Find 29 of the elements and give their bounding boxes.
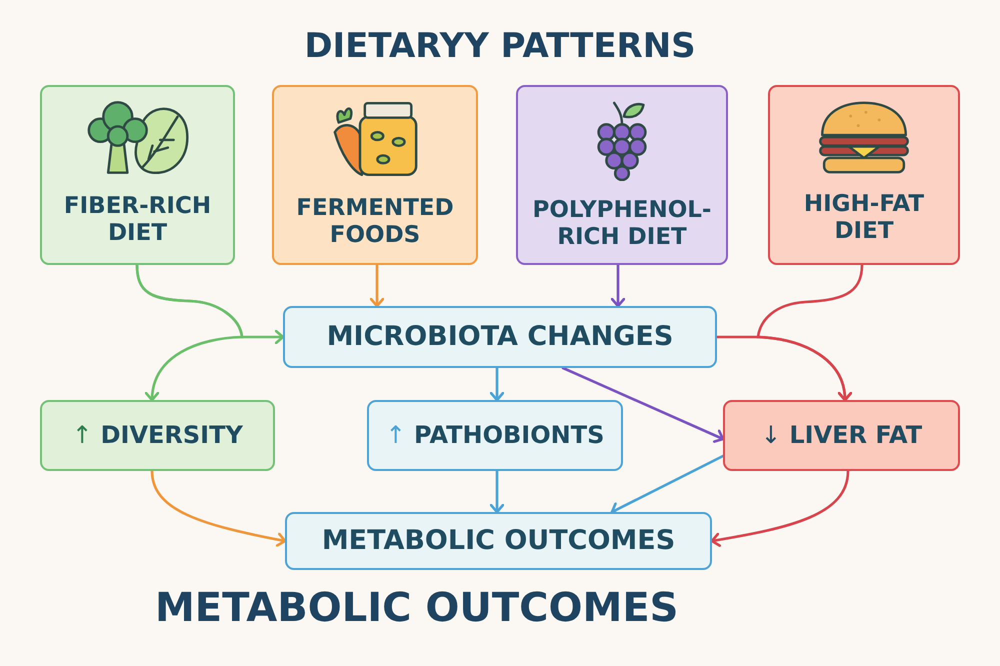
arrow bbox=[490, 470, 504, 514]
effect-box bbox=[40, 400, 275, 471]
arrow bbox=[562, 366, 724, 443]
diet-card bbox=[768, 85, 960, 265]
effect-box bbox=[367, 400, 623, 471]
arrow bbox=[370, 264, 384, 308]
box-label: ↑ PATHOBIONTS bbox=[386, 421, 604, 450]
effect-box bbox=[723, 400, 960, 471]
arrow bbox=[150, 470, 286, 547]
arrow bbox=[136, 264, 244, 402]
arrow bbox=[610, 264, 626, 308]
process-box bbox=[283, 306, 717, 368]
section-heading: METABOLIC OUTCOMES bbox=[155, 584, 678, 632]
arrow bbox=[716, 336, 852, 402]
diet-card bbox=[272, 85, 478, 265]
box-label: ↓ LIVER FAT bbox=[760, 421, 922, 450]
box-label: ↑ DIVERSITY bbox=[72, 421, 243, 450]
diet-card bbox=[40, 85, 235, 265]
card-label: FIBER-RICH DIET bbox=[62, 193, 212, 248]
arrow bbox=[490, 366, 504, 402]
card-label: HIGH-FAT DIET bbox=[802, 191, 926, 246]
card-label: FERMENTED FOODS bbox=[295, 195, 455, 250]
box-label: METABOLIC OUTCOMES bbox=[322, 525, 676, 557]
arrow bbox=[710, 470, 850, 548]
diet-card bbox=[516, 85, 728, 265]
title: DIETARYY PATTERNS bbox=[304, 26, 696, 67]
card-label: POLYPHENOL-RICH DIET bbox=[532, 197, 712, 252]
box-label: MICROBIOTA CHANGES bbox=[326, 321, 674, 353]
outcome-box bbox=[285, 512, 712, 570]
